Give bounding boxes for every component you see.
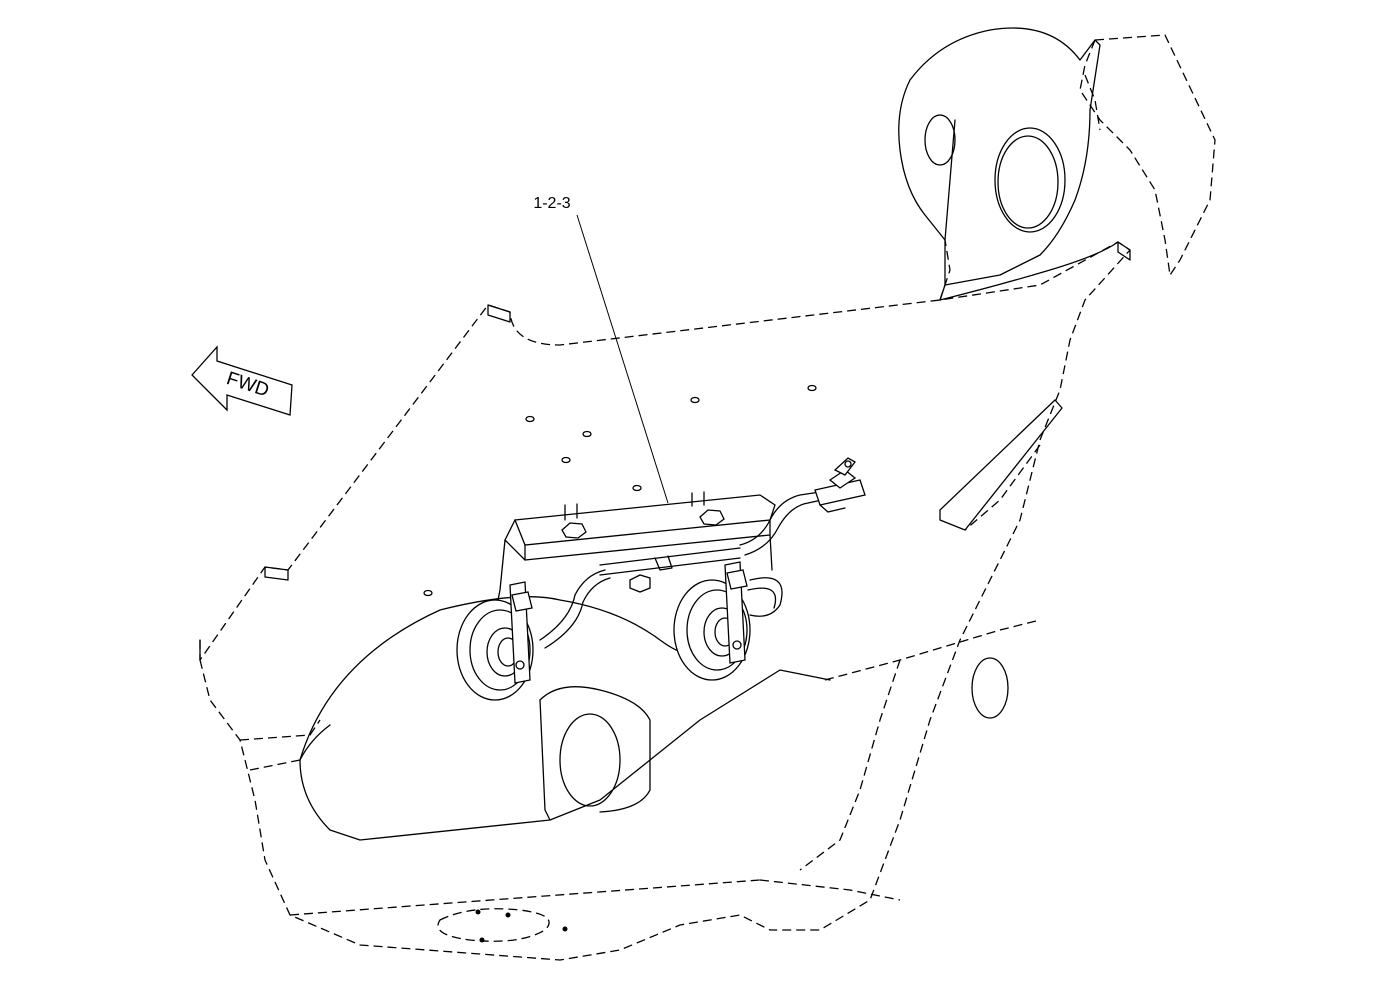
horn-left xyxy=(456,581,534,701)
forward-direction-indicator: FWD xyxy=(191,345,293,416)
horn-right xyxy=(673,561,751,681)
callout-leader-line xyxy=(576,214,669,504)
callout-label: 1-2-3 xyxy=(533,195,570,212)
frame-outline xyxy=(199,34,1216,961)
part-callout: 1-2-3 xyxy=(533,195,669,504)
fwd-arrow-icon xyxy=(191,345,293,416)
frame-structure xyxy=(199,27,1131,841)
mounting-holes xyxy=(423,384,817,943)
horn-assembly xyxy=(456,457,866,701)
